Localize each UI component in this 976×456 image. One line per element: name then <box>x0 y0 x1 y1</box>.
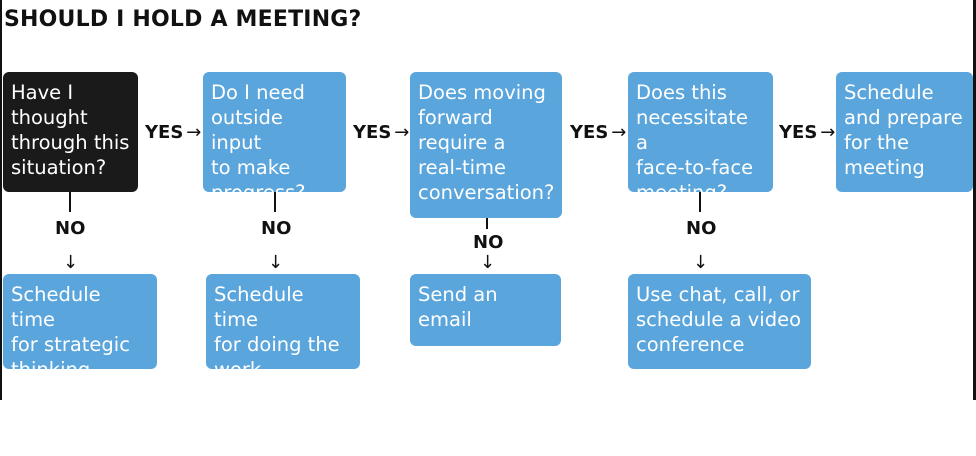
no-connector-line-1 <box>69 192 71 212</box>
arrow-right-icon: → <box>186 122 202 143</box>
arrow-right-icon: → <box>820 122 836 143</box>
yes-label-1: YES→ <box>145 122 201 143</box>
outcome-box-send-email: Send an email <box>410 274 561 346</box>
outcome-box-doing-the-work: Schedule time for doing the work <box>206 274 360 381</box>
yes-label-3: YES→ <box>570 122 626 143</box>
no-connector-line-2 <box>274 192 276 212</box>
no-label-2: NO <box>261 218 292 239</box>
arrow-down-icon: ↓ <box>63 252 79 273</box>
arrow-right-icon: → <box>611 122 627 143</box>
question-box-real-time-conversation: Does moving forward require a real-time … <box>410 72 562 218</box>
no-label-3: NO <box>473 232 504 253</box>
arrow-down-icon: ↓ <box>268 252 284 273</box>
question-box-outside-input: Do I need outside input to make progress… <box>203 72 346 204</box>
yes-text: YES <box>779 122 818 143</box>
outcome-box-chat-call-video: Use chat, call, or schedule a video conf… <box>628 274 811 369</box>
arrow-down-icon: ↓ <box>480 252 496 273</box>
no-connector-line-3 <box>486 218 488 229</box>
diagram-title: SHOULD I HOLD A MEETING? <box>4 7 362 32</box>
arrow-right-icon: → <box>394 122 410 143</box>
yes-label-4: YES→ <box>779 122 835 143</box>
yes-text: YES <box>353 122 392 143</box>
outcome-box-strategic-thinking: Schedule time for strategic thinking <box>3 274 157 381</box>
no-label-4: NO <box>686 218 717 239</box>
yes-text: YES <box>570 122 609 143</box>
yes-label-2: YES→ <box>353 122 409 143</box>
no-connector-line-4 <box>699 192 701 212</box>
no-label-1: NO <box>55 218 86 239</box>
yes-text: YES <box>145 122 184 143</box>
arrow-down-icon: ↓ <box>693 252 709 273</box>
frame-right-border <box>973 0 976 400</box>
question-box-face-to-face: Does this necessitate a face-to-face mee… <box>628 72 773 204</box>
final-box-schedule-meeting: Schedule and prepare for the meeting <box>836 72 973 192</box>
frame-left-border <box>0 0 2 400</box>
question-box-thought-through: Have I thought through this situation? <box>3 72 138 192</box>
